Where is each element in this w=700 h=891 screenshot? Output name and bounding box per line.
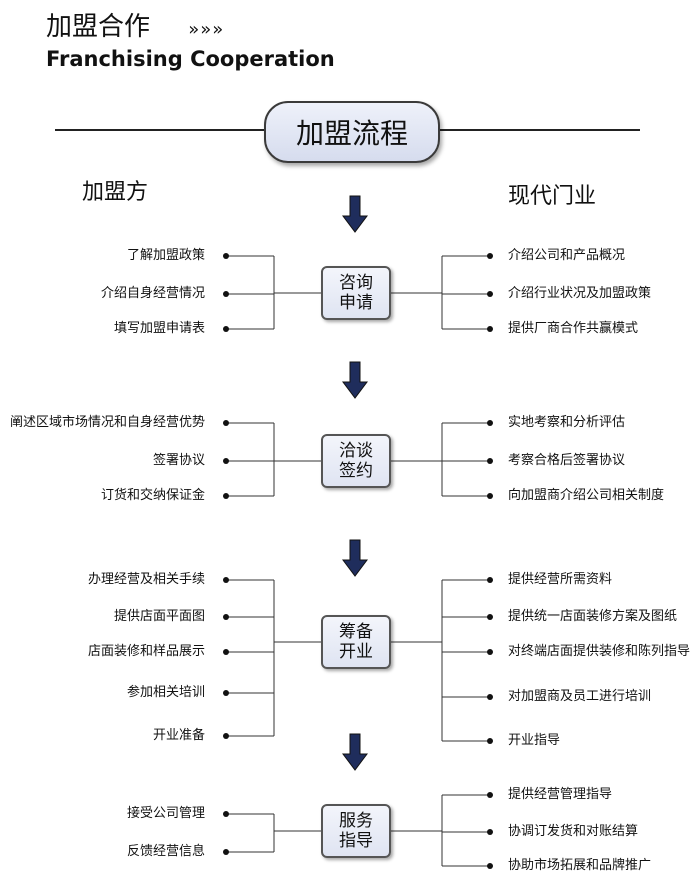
right-item: 介绍公司和产品概况 xyxy=(508,248,626,263)
process-banner-label: 加盟流程 xyxy=(295,117,408,150)
right-item: 开业指导 xyxy=(508,733,561,748)
left-item: 反馈经营信息 xyxy=(126,844,205,859)
left-item: 填写加盟申请表 xyxy=(113,321,205,336)
page-title-cn: 加盟合作 xyxy=(46,12,151,42)
down-arrow-3 xyxy=(342,539,368,577)
stage-box-1: 咨询申请 xyxy=(321,266,391,320)
bullet-dot xyxy=(487,614,493,620)
down-arrow-4 xyxy=(342,733,368,771)
right-item: 考察合格后签署协议 xyxy=(508,453,626,468)
stage-box-line: 服务 xyxy=(339,811,373,831)
left-item: 了解加盟政策 xyxy=(126,248,205,263)
bullet-dot xyxy=(223,493,229,499)
bullet-dot xyxy=(223,458,229,464)
bullet-dot xyxy=(223,420,229,426)
bullet-dot xyxy=(487,493,493,499)
stage-box-line: 洽谈 xyxy=(339,441,373,461)
bullet-dot xyxy=(487,792,493,798)
left-item: 参加相关培训 xyxy=(126,685,205,700)
bullet-dot xyxy=(487,326,493,332)
right-item: 提供经营所需资料 xyxy=(508,572,613,587)
bullet-dot xyxy=(487,577,493,583)
party-right-label: 现代门业 xyxy=(508,184,597,209)
down-arrow-2 xyxy=(342,361,368,399)
right-item: 协调订发货和对账结算 xyxy=(508,824,639,839)
left-item: 订货和交纳保证金 xyxy=(100,488,205,503)
bullet-dot xyxy=(487,458,493,464)
process-banner: 加盟流程 xyxy=(264,101,440,163)
bullet-dot xyxy=(223,291,229,297)
right-item: 协助市场拓展和品牌推广 xyxy=(508,858,652,873)
bullet-dot xyxy=(487,694,493,700)
left-item: 介绍自身经营情况 xyxy=(100,286,205,301)
right-item: 向加盟商介绍公司相关制度 xyxy=(508,488,665,503)
bullet-dot xyxy=(223,253,229,259)
bullet-dot xyxy=(223,811,229,817)
bullet-dot xyxy=(487,738,493,744)
stage-box-line: 咨询 xyxy=(339,273,373,293)
left-item: 办理经营及相关手续 xyxy=(87,572,205,587)
left-item: 签署协议 xyxy=(152,453,205,468)
bullet-dot xyxy=(487,291,493,297)
stage-box-4: 服务指导 xyxy=(321,804,391,858)
right-item: 对终端店面提供装修和陈列指导 xyxy=(508,644,691,659)
right-item: 提供厂商合作共赢模式 xyxy=(508,321,639,336)
right-item: 提供统一店面装修方案及图纸 xyxy=(508,609,678,624)
left-item: 店面装修和样品展示 xyxy=(87,644,205,659)
bullet-dot xyxy=(487,420,493,426)
right-item: 介绍行业状况及加盟政策 xyxy=(508,286,652,301)
right-item: 提供经营管理指导 xyxy=(508,787,613,802)
stage-box-line: 签约 xyxy=(339,461,373,481)
bullet-dot xyxy=(223,326,229,332)
stage-box-line: 开业 xyxy=(339,642,373,662)
right-item: 对加盟商及员工进行培训 xyxy=(508,689,652,704)
stage-box-line: 申请 xyxy=(339,293,373,313)
bullet-dot xyxy=(487,253,493,259)
bullet-dot xyxy=(487,829,493,835)
bullet-dot xyxy=(487,863,493,869)
stage-box-line: 指导 xyxy=(339,831,373,851)
page-title: 加盟合作 »»» xyxy=(46,12,224,45)
bullet-dot xyxy=(223,733,229,739)
left-item: 阐述区域市场情况和自身经营优势 xyxy=(9,415,205,430)
bullet-dot xyxy=(223,614,229,620)
bullet-dot xyxy=(223,577,229,583)
left-item: 提供店面平面图 xyxy=(113,609,205,624)
bullet-dot xyxy=(487,649,493,655)
left-item: 开业准备 xyxy=(152,728,205,743)
down-arrow-1 xyxy=(342,195,368,233)
bullet-dot xyxy=(223,649,229,655)
stage-box-line: 筹备 xyxy=(339,622,373,642)
bullet-dot xyxy=(223,690,229,696)
party-left-label: 加盟方 xyxy=(82,180,149,205)
left-item: 接受公司管理 xyxy=(126,806,205,821)
page-title-en: Franchising Cooperation xyxy=(46,47,335,71)
stage-box-2: 洽谈签约 xyxy=(321,434,391,488)
right-item: 实地考察和分析评估 xyxy=(508,415,626,430)
bullet-dot xyxy=(223,849,229,855)
title-arrows: »»» xyxy=(188,19,225,40)
stage-box-3: 筹备开业 xyxy=(321,615,391,669)
